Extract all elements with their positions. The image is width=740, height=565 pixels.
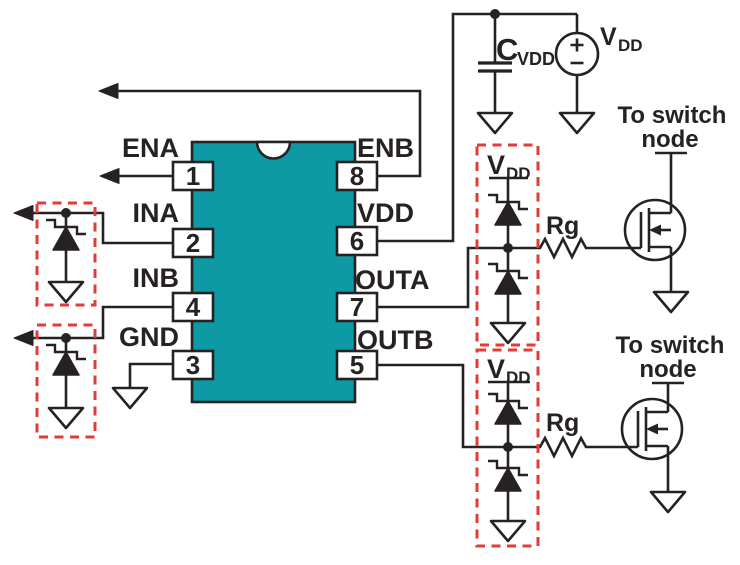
mosfet-a-symbol	[623, 198, 687, 262]
mosfet-a-ground-icon	[652, 290, 690, 314]
enb-arrow-icon	[98, 83, 119, 99]
outb-clamp-box	[475, 348, 540, 548]
pin-box-6: 6	[335, 225, 379, 257]
switch-node-label-b2: node	[639, 356, 696, 383]
capacitor-label-sub: VDD	[517, 49, 555, 69]
pin-box-8: 8	[335, 160, 379, 192]
pin-label-outa: OUTA	[355, 265, 430, 295]
highlight-boxes	[35, 143, 540, 548]
capacitor-label: C	[496, 32, 518, 67]
pin-number-1: 1	[186, 161, 200, 191]
clamp-a-vdd-label-sub: DD	[506, 164, 531, 183]
pin-labels: ENA INA INB GND ENB VDD OUTA OUTB	[119, 133, 434, 355]
switch-node-label-a1: To switch	[618, 102, 727, 129]
pin-box-2: 2	[171, 227, 215, 259]
pin-label-gnd: GND	[119, 322, 179, 352]
mosfet-a-drain-lead	[655, 151, 687, 213]
rg-label-b: Rg	[546, 409, 579, 437]
pin-number-5: 5	[350, 350, 364, 380]
pin-number-2: 2	[186, 228, 200, 258]
rg-label-a: Rg	[546, 212, 579, 240]
pin-box-3: 3	[171, 349, 215, 381]
inb-node	[61, 333, 71, 343]
resistor-rg-b	[508, 435, 638, 459]
ina-clamp-box	[35, 201, 97, 307]
inb-ground-icon	[47, 406, 85, 430]
clamp-b-vdd-label-sub: DD	[506, 368, 531, 387]
switch-node-label-a2: node	[641, 126, 698, 153]
plus-icon	[570, 38, 584, 52]
pin-number-6: 6	[350, 226, 364, 256]
clamp-a-vdd-label: V	[487, 150, 505, 180]
resistor-rg-a	[508, 236, 641, 260]
pin-box-4: 4	[171, 291, 215, 323]
clamp-b-vdd-label: V	[487, 354, 505, 384]
outa-clamp: V DD	[486, 150, 531, 345]
vdd-voltage-source: V DD	[554, 23, 643, 77]
mosfet-b-symbol	[620, 397, 684, 461]
outa-node	[503, 243, 513, 253]
wire-vdd-rail	[377, 12, 577, 243]
capacitor-ground-icon	[476, 111, 514, 135]
junction-dots	[61, 9, 513, 452]
outb-node	[503, 442, 513, 452]
ic-body	[190, 140, 357, 404]
vdd-rail-node	[490, 9, 500, 19]
pin1-notch	[255, 141, 292, 160]
outa-clamp-box	[475, 143, 540, 347]
pin-box-7: 7	[335, 291, 379, 323]
pin-box-1: 1	[171, 160, 215, 192]
gnd-pin-ground-icon	[111, 386, 149, 410]
mosfet-a: To switch node Rg	[546, 102, 727, 314]
wire-gnd	[128, 362, 173, 388]
wire-enb	[107, 89, 422, 178]
mosfet-b-ground-icon	[649, 490, 687, 514]
ina-node	[61, 208, 71, 218]
wires	[22, 12, 687, 521]
ic-pins: 1 2 4 3 8 6 7 5	[171, 160, 379, 381]
pin-label-inb: INB	[133, 263, 180, 293]
pin-box-5: 5	[335, 349, 379, 381]
capacitor-icon	[478, 61, 512, 73]
pin-label-ina: INA	[133, 198, 180, 228]
pin-number-4: 4	[186, 292, 201, 322]
vdd-source-label: V	[600, 23, 617, 51]
pin-label-enb: ENB	[357, 133, 414, 163]
decoupling-capacitor: C VDD	[478, 32, 555, 73]
pin-number-7: 7	[350, 292, 364, 322]
wire-outa	[377, 246, 508, 309]
outb-clamp: V DD	[486, 354, 531, 543]
pin-number-8: 8	[350, 161, 364, 191]
vdd-source-label-sub: DD	[618, 36, 643, 55]
ina-ground-icon	[47, 280, 85, 304]
pin-number-3: 3	[186, 350, 200, 380]
pin-label-outb: OUTB	[357, 325, 434, 355]
pin-label-ena: ENA	[122, 133, 179, 163]
ina-arrow-icon	[13, 205, 34, 221]
wire-outb	[377, 363, 508, 449]
inb-clamp-box	[35, 323, 97, 439]
mosfet-b: To switch node Rg	[546, 332, 725, 514]
source-ground-icon	[558, 111, 596, 135]
pin-label-vdd: VDD	[357, 198, 414, 228]
clamp-a-ground-icon	[489, 321, 527, 345]
ena-arrow-icon	[99, 168, 120, 184]
inb-arrow-icon	[13, 330, 34, 346]
mosfet-b-drain-lead	[652, 381, 684, 412]
clamp-b-ground-icon	[489, 519, 527, 543]
switch-node-label-b1: To switch	[616, 332, 725, 359]
